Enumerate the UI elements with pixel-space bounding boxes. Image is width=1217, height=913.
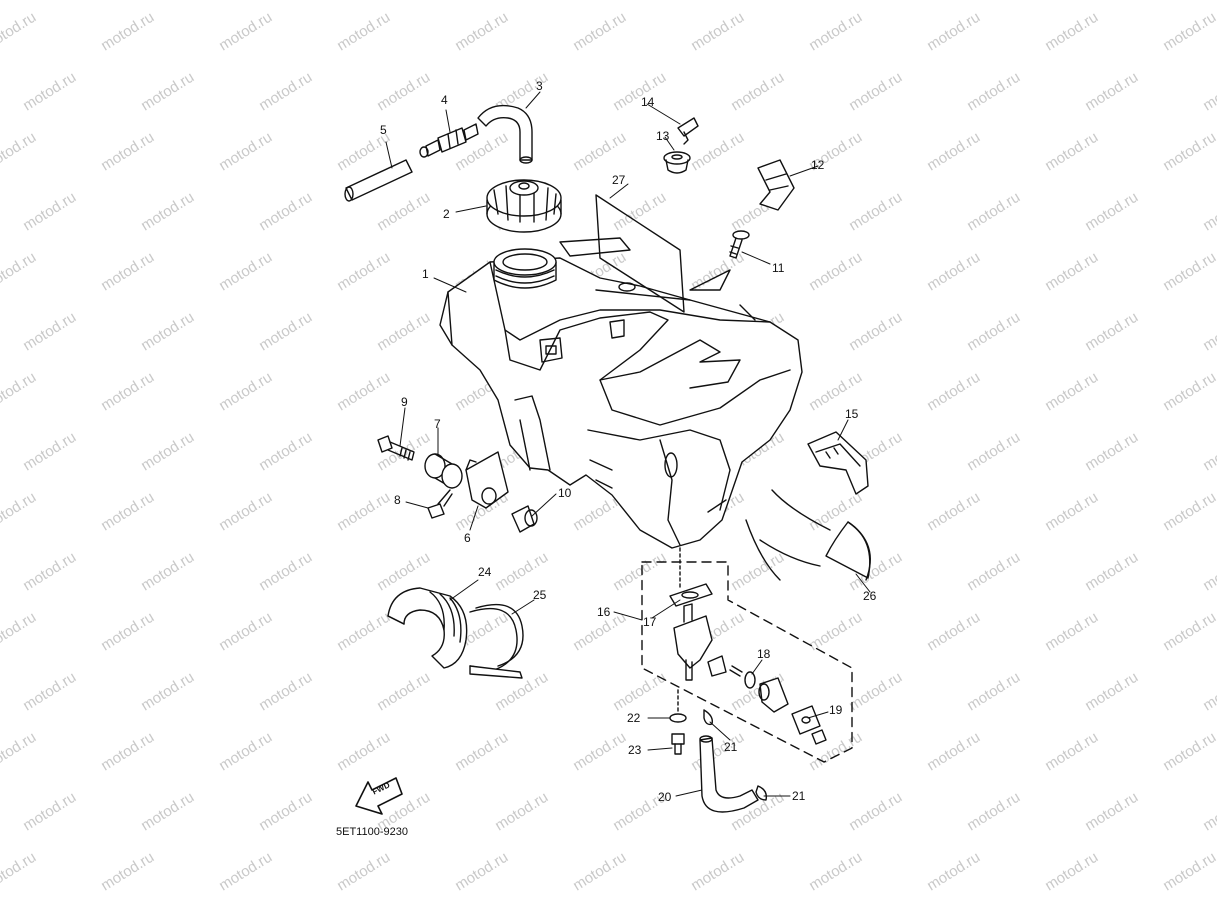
callout-10: 10 — [558, 486, 572, 500]
callout-26: 26 — [863, 589, 877, 603]
gasket-part-17 — [669, 547, 713, 607]
bracket-part-6 — [465, 451, 509, 509]
fuel-hose-part-20 — [699, 735, 759, 813]
fwd-arrow-icon — [355, 777, 403, 815]
callout-14: 14 — [641, 95, 655, 109]
diagram-code: 5ET1100-9230 — [336, 826, 408, 838]
callout-19: 19 — [829, 703, 843, 717]
fuel-cock-part — [673, 603, 713, 681]
damper-part-7 — [424, 453, 463, 489]
o-ring-part-18 — [707, 655, 789, 713]
callout-5: 5 — [380, 123, 387, 137]
bolt-part-11 — [729, 230, 750, 259]
callout-21a: 21 — [724, 740, 738, 754]
callout-4: 4 — [441, 93, 448, 107]
bolt-part-14 — [677, 117, 699, 145]
decal-part-27 — [559, 194, 731, 313]
callout-1: 1 — [422, 267, 429, 281]
callout-7: 7 — [434, 417, 441, 431]
callout-15: 15 — [845, 407, 859, 421]
bolt-part-9 — [377, 435, 415, 461]
callout-8: 8 — [394, 493, 401, 507]
callout-21b: 21 — [792, 789, 806, 803]
lever-plate-part-19 — [791, 705, 827, 745]
callout-25: 25 — [533, 588, 547, 602]
fuel-tank-part — [439, 248, 803, 549]
fuel-cap-part — [486, 179, 562, 233]
screw-part-23 — [671, 733, 685, 755]
hose-part-5 — [344, 159, 413, 202]
fuel-cock-assembly-outline — [641, 561, 853, 763]
callout-6: 6 — [464, 531, 471, 545]
clip-part-15 — [807, 431, 869, 495]
clamp-part-12 — [757, 159, 795, 211]
callout-16: 16 — [597, 605, 611, 619]
callout-9: 9 — [401, 395, 408, 409]
collar-part-10 — [511, 505, 538, 533]
callout-11: 11 — [772, 261, 785, 275]
breather-hose-part — [477, 104, 533, 164]
callout-27: 27 — [612, 173, 626, 187]
callout-2: 2 — [443, 207, 450, 221]
duct-part-24 — [387, 587, 468, 669]
callout-18: 18 — [757, 647, 771, 661]
collar-part-13 — [663, 151, 691, 174]
callout-20: 20 — [658, 790, 672, 804]
callout-24: 24 — [478, 565, 492, 579]
callout-12: 12 — [811, 158, 825, 172]
hose-guard-part-26 — [745, 489, 871, 581]
callout-17: 17 — [643, 615, 657, 629]
washer-part-22 — [669, 689, 687, 723]
breather-valve-part — [419, 123, 479, 158]
callout-3: 3 — [536, 79, 543, 93]
callout-23: 23 — [628, 743, 642, 757]
leader-lines — [385, 91, 871, 797]
callout-13: 13 — [656, 129, 670, 143]
band-part-25 — [469, 603, 524, 679]
bolt-part-8 — [427, 489, 453, 519]
callout-22: 22 — [627, 711, 641, 725]
